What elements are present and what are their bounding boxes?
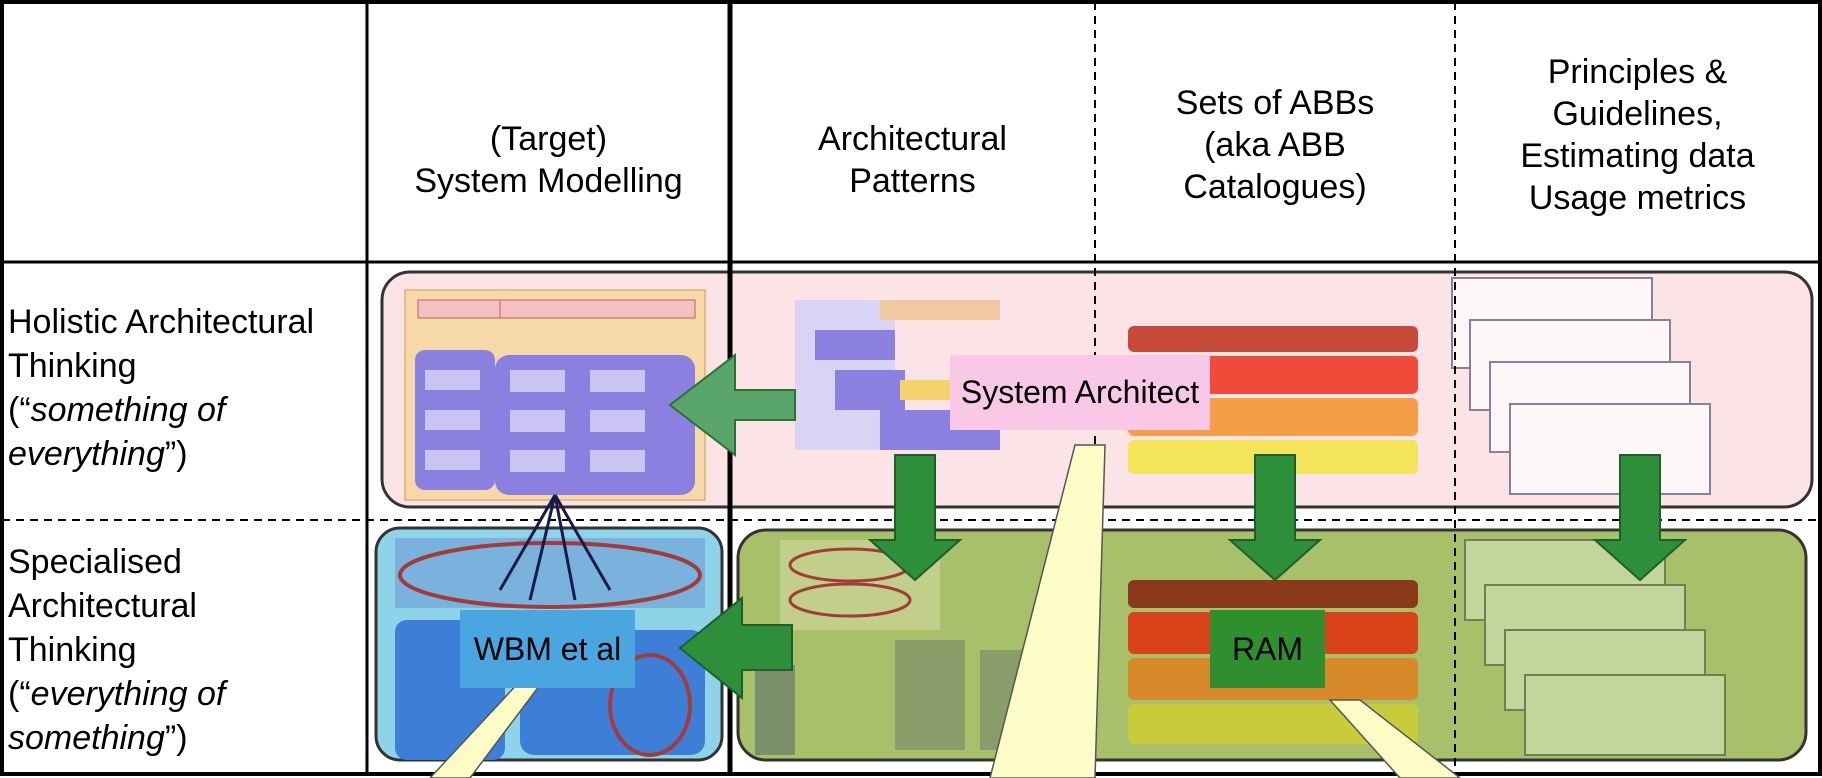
row-label-quote: ”) xyxy=(164,435,188,473)
row-label-holistic: Holistic Architectural Thinking (“someth… xyxy=(8,300,363,476)
header-line: (Target) xyxy=(489,120,608,158)
row-label-line: Thinking xyxy=(8,631,137,669)
header-line: System Modelling xyxy=(414,162,683,200)
down-arrow-icon xyxy=(1592,454,1688,582)
row-label-line: Holistic Architectural xyxy=(8,303,315,341)
header-line: Architectural xyxy=(818,120,1007,158)
wbm-box xyxy=(460,610,635,688)
pattern-thumbnail xyxy=(795,300,1010,450)
system-architect-label: System Architect xyxy=(960,374,1200,410)
header-system-modelling: (Target) System Modelling xyxy=(367,60,730,260)
system-architect-box xyxy=(950,355,1210,430)
header-line: (aka ABB xyxy=(1204,126,1346,164)
ram-callout xyxy=(1328,699,1462,778)
header-line: Catalogues) xyxy=(1183,168,1367,206)
system-architect-callout xyxy=(989,444,1106,778)
wbm-label: WBM et al xyxy=(473,630,622,667)
left-arrow-icon xyxy=(678,595,793,701)
row-label-emphasis: something of xyxy=(30,391,226,429)
header-line: Estimating data xyxy=(1520,137,1755,175)
row-label-emphasis: everything of xyxy=(30,675,226,713)
connector-lines xyxy=(498,494,612,601)
header-line: Principles & xyxy=(1547,53,1728,91)
row-label-line: Thinking xyxy=(8,347,137,385)
row-label-quote: ”) xyxy=(164,719,188,757)
down-arrow-icon xyxy=(867,454,963,582)
left-arrow-icon xyxy=(668,352,796,458)
header-line: Usage metrics xyxy=(1528,179,1747,217)
specialised-model-thumbnail xyxy=(395,538,705,760)
row-label-quote: (“ xyxy=(8,391,31,429)
header-line: Guidelines, xyxy=(1552,95,1723,133)
header-abb-catalogues: Sets of ABBs (aka ABB Catalogues) xyxy=(1095,30,1455,260)
row-label-emphasis: something xyxy=(8,719,165,757)
row-label-specialised: Specialised Architectural Thinking (“eve… xyxy=(8,540,363,760)
row-label-quote: (“ xyxy=(8,675,31,713)
down-arrow-icon xyxy=(1227,454,1323,582)
row-label-emphasis: everything xyxy=(8,435,165,473)
ram-box xyxy=(1210,610,1325,688)
header-line: Patterns xyxy=(849,162,976,200)
solution-component-thumbnail xyxy=(404,289,706,501)
principles-thumbnail xyxy=(1451,277,1711,495)
row-label-line: Architectural xyxy=(8,587,197,625)
ram-label: RAM xyxy=(1231,630,1304,667)
row-label-line: Specialised xyxy=(8,543,182,581)
header-line: Sets of ABBs xyxy=(1175,84,1375,122)
specialised-principles-thumbnail xyxy=(1464,539,1726,756)
